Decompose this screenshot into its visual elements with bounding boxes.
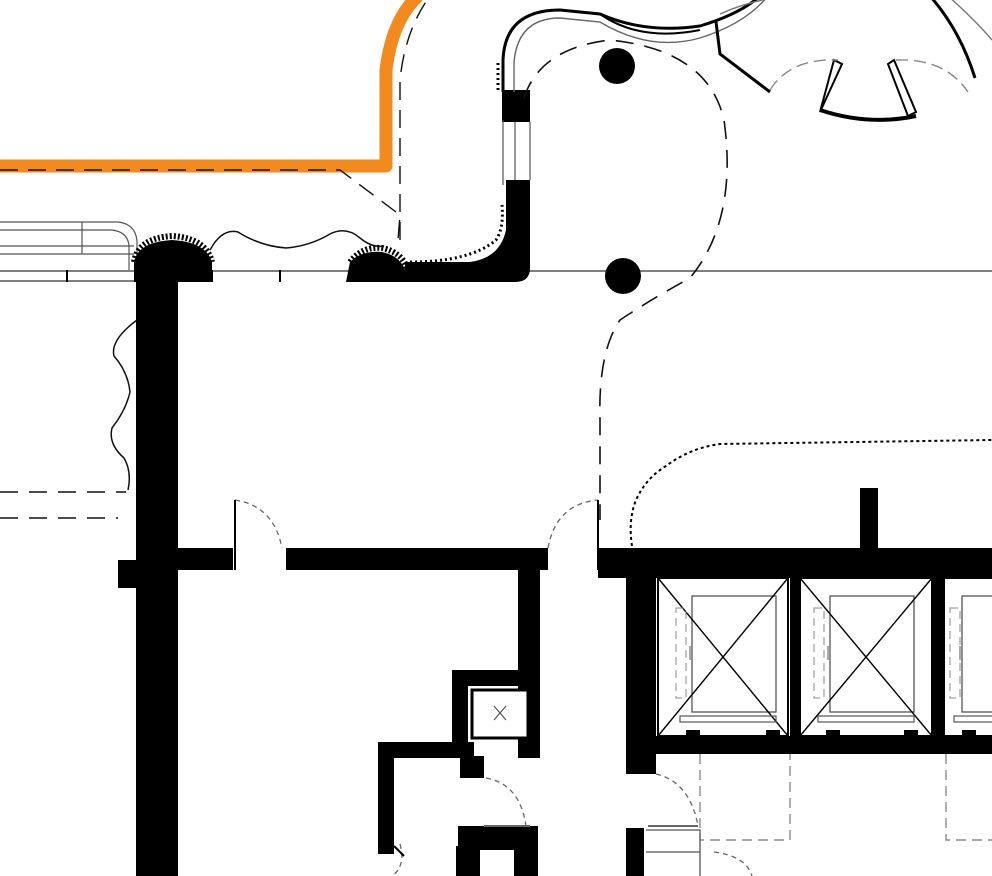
x-cross-icon <box>493 705 507 721</box>
wavy-lines <box>110 230 385 491</box>
round-column-icon <box>599 48 641 294</box>
walls <box>118 270 992 876</box>
elevator-bank <box>657 577 992 752</box>
curved-top-wall <box>405 0 771 282</box>
shrub-right <box>346 244 411 282</box>
elevator-car-2 <box>799 577 933 737</box>
door-leaves <box>234 500 698 857</box>
shaft-box <box>470 688 530 740</box>
lobby-dashed-outline <box>699 754 992 841</box>
lower-partition <box>646 829 701 876</box>
orange-circulation-path <box>0 0 429 241</box>
rotunda-feature <box>769 0 992 122</box>
elevator-car-1 <box>657 577 789 737</box>
door-swing-icon <box>234 499 753 876</box>
elevator-car-3 <box>943 577 992 737</box>
dashed-boundary <box>0 39 728 520</box>
scalloped-edge <box>629 439 992 547</box>
